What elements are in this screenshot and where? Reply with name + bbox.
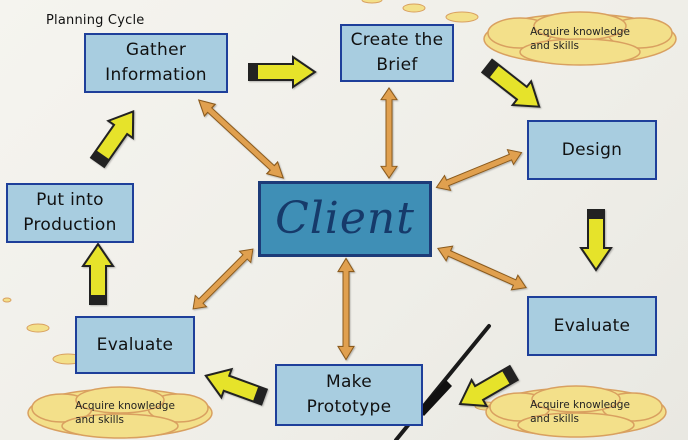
pencil-arrow-brief-to-design	[480, 58, 541, 108]
cloud-bottom-left-shape	[27, 386, 213, 439]
cloud-bottom-right-shape	[485, 385, 667, 438]
node-create-the-brief: Create the Brief	[340, 24, 454, 82]
double-arrow-prototype	[337, 257, 355, 361]
pencil-arrow-production-to-gather	[89, 109, 135, 169]
double-arrow-evaluate-right	[437, 245, 527, 291]
cloud-top-right-shape	[483, 11, 677, 66]
double-arrow-gather	[197, 99, 285, 179]
node-evaluate-left: Evaluate	[75, 316, 195, 374]
pencil-arrow-design-to-evaluate	[579, 209, 613, 272]
client-links	[192, 87, 527, 361]
node-design: Design	[527, 120, 657, 180]
double-arrow-evaluate-left	[192, 248, 254, 310]
cloud-text-bottom-right: Acquire knowledge and skills	[530, 398, 630, 425]
pencil-arrow-evaluate-to-production	[81, 242, 115, 305]
node-gather-information: Gather Information	[84, 33, 228, 93]
node-client: Client	[258, 181, 432, 257]
flow-arrows	[81, 55, 613, 408]
double-arrow-brief	[380, 87, 398, 179]
node-evaluate-right: Evaluate	[527, 296, 657, 356]
node-make-prototype: Make Prototype	[275, 364, 423, 426]
diagram-title: Planning Cycle	[46, 13, 145, 28]
cloud-text-bottom-left: Acquire knowledge and skills	[75, 399, 175, 426]
cloud-text-top-right: Acquire knowledge and skills	[530, 25, 630, 52]
pencil-arrow-prototype-to-evaluate	[204, 367, 269, 406]
pencil-arrow-evaluate-to-prototype	[458, 364, 520, 408]
pencil-arrow-gather-to-brief	[248, 55, 317, 89]
double-arrow-design	[435, 149, 523, 191]
node-put-into-production: Put into Production	[6, 183, 134, 243]
